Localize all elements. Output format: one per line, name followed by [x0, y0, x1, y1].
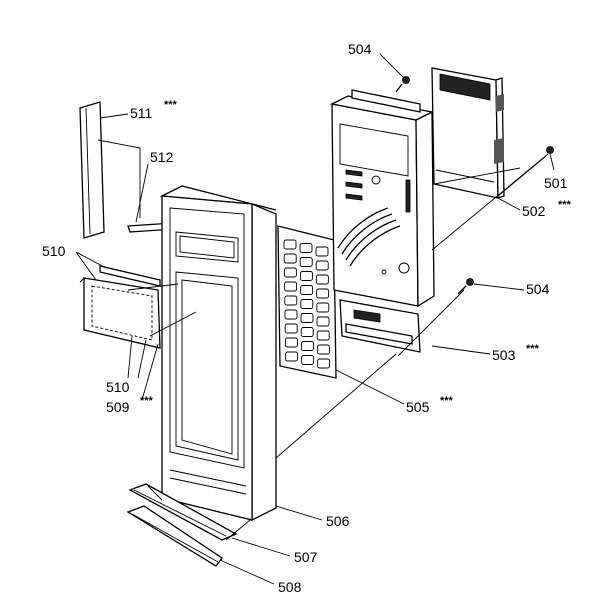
label-506: 506: [326, 513, 350, 529]
leader-lines: [75, 53, 555, 585]
keypad-key: [284, 323, 298, 334]
keypad-key: [316, 344, 330, 355]
part-506-door-panel: [159, 185, 277, 522]
label-505: 505: [406, 399, 430, 415]
label-510-lower: 510: [106, 379, 130, 395]
keypad-key: [283, 239, 297, 250]
keypad-key: [299, 243, 313, 253]
part-511-strip: [79, 101, 105, 239]
label-501: 501: [544, 175, 568, 191]
part-509-panel: [79, 277, 161, 349]
keypad-key: [316, 330, 330, 341]
keypad-key: [316, 316, 330, 327]
ribbon-cable: [337, 207, 401, 267]
label-503-stars: ***: [526, 343, 540, 355]
part-503-chassis: [329, 89, 435, 353]
label-509: 509: [106, 399, 130, 415]
keypad-key: [317, 358, 331, 369]
keypad-key: [315, 260, 329, 271]
screw-501: [546, 146, 554, 154]
keypad-key: [283, 253, 297, 264]
part-505-keypad: [277, 225, 337, 379]
keypad-key: [315, 274, 329, 285]
part-508-handle: [126, 505, 223, 567]
label-505-stars: ***: [440, 395, 454, 407]
keypad-key: [283, 267, 297, 278]
keypad-key: [300, 327, 314, 337]
keypad-key: [315, 246, 329, 257]
label-508: 508: [278, 579, 302, 595]
keypad-key: [299, 271, 313, 281]
screw-504-top: [395, 76, 410, 93]
label-512: 512: [150, 149, 174, 165]
keypad-key: [299, 257, 313, 267]
label-502: 502: [522, 203, 546, 219]
part-507-bar: [128, 483, 238, 541]
label-511: 511: [130, 105, 153, 121]
keypad-key: [284, 309, 298, 320]
label-511-stars: ***: [164, 99, 178, 111]
keypad-key: [300, 341, 314, 351]
keypad-key: [300, 299, 314, 309]
screw-504-right: [457, 278, 474, 295]
keypad-key: [284, 281, 298, 292]
keypad-key: [300, 285, 314, 295]
label-510-upper: 510: [42, 243, 66, 259]
keypad-key: [300, 313, 314, 323]
part-502-board: [431, 67, 505, 199]
label-509-stars: ***: [140, 395, 154, 407]
keypad-key: [316, 302, 330, 313]
label-504-top: 504: [348, 41, 372, 57]
label-504-right: 504: [526, 281, 550, 297]
label-503: 503: [492, 347, 516, 363]
keypad-key: [285, 351, 299, 362]
assembly-guide-lines: [97, 139, 549, 541]
label-507: 507: [294, 549, 318, 565]
keypad-key: [316, 288, 330, 299]
keypad-key: [301, 355, 315, 365]
keypad-key: [284, 337, 298, 348]
keypad-key: [284, 295, 298, 306]
part-labels: 511 *** 512 510 510 509 *** 504 501 502 …: [42, 41, 572, 595]
label-502-stars: ***: [558, 199, 572, 211]
